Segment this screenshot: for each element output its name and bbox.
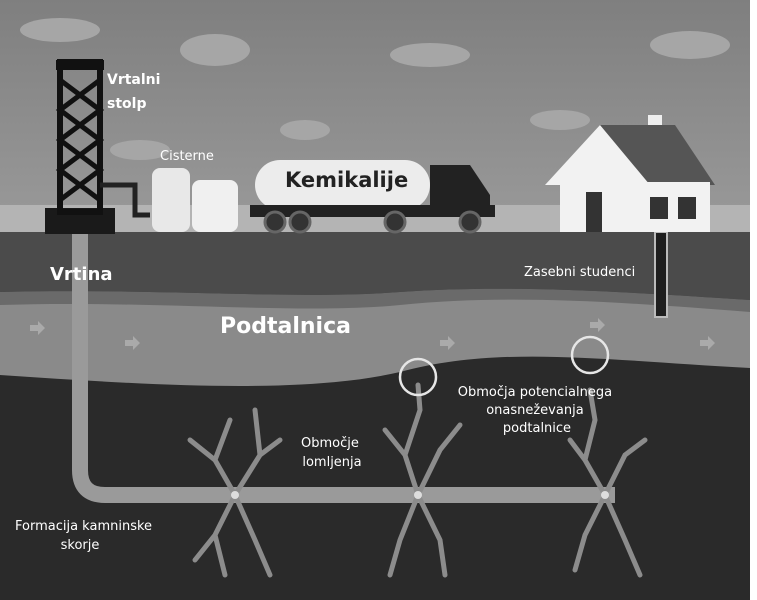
right-margin (750, 0, 757, 600)
fracture-points (231, 491, 609, 499)
private-well-pipe (654, 231, 668, 318)
label-contamination-zones: Območja potencialnega onasneževanja podt… (458, 385, 616, 436)
label-private-wells: Zasebni studenci (524, 265, 635, 280)
label-tanks: Cisterne (160, 149, 214, 164)
flow-arrows (30, 318, 715, 350)
label-fracture-zone: Območje lomljenja (301, 436, 363, 470)
chemical-truck (250, 160, 495, 234)
house (545, 115, 715, 232)
label-groundwater: Podtalnica (220, 314, 351, 339)
label-wellbore: Vrtina (50, 264, 113, 285)
tanks (152, 168, 238, 232)
fractures (187, 382, 648, 578)
label-chemicals: Kemikalije (285, 168, 408, 192)
drilling-derrick (45, 59, 150, 234)
label-rock-formation: Formacija kamninske skorje (15, 519, 156, 553)
contamination-circle (570, 335, 610, 375)
clouds (20, 18, 730, 160)
contamination-circle (398, 357, 438, 397)
wellbore-pipe (72, 215, 615, 503)
topsoil-layer (0, 232, 750, 300)
aquifer-layer (0, 299, 750, 387)
